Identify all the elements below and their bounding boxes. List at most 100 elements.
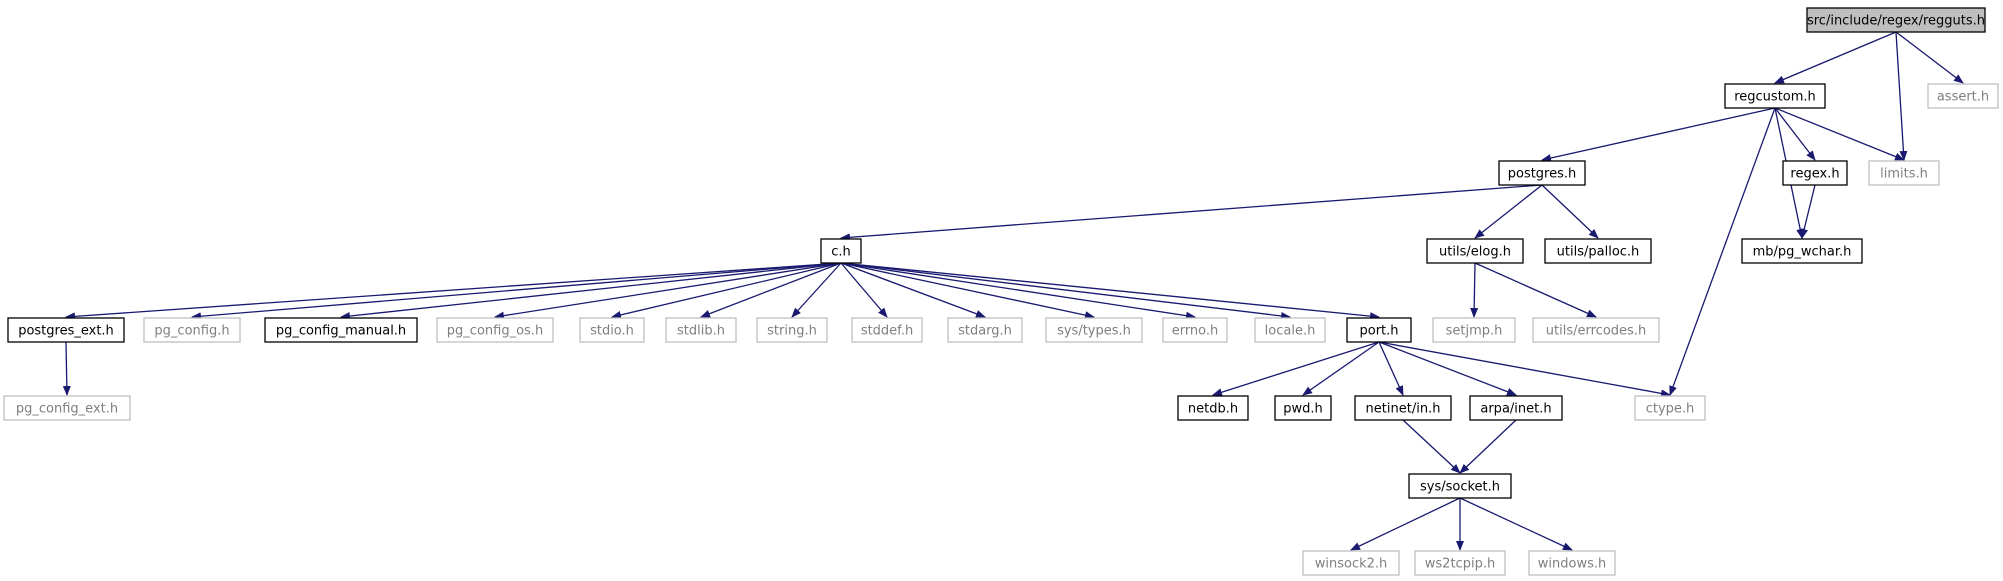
node-regguts[interactable]: src/include/regex/regguts.h <box>1806 7 1986 33</box>
edges-layer <box>62 31 1964 551</box>
edge-regcustom-to-postgres <box>1541 107 1776 162</box>
node-pgwchar[interactable]: mb/pg_wchar.h <box>1741 238 1863 264</box>
node-box <box>1302 550 1400 576</box>
node-systypes: sys/types.h <box>1045 317 1143 343</box>
node-postgres-ext[interactable]: postgres_ext.h <box>7 317 125 343</box>
node-elog[interactable]: utils/elog.h <box>1426 238 1524 264</box>
node-box <box>1724 83 1826 109</box>
edge-regguts-to-regcustom <box>1774 31 1897 84</box>
node-box <box>7 317 125 343</box>
node-box <box>1532 317 1660 343</box>
edge-regguts-to-assert <box>1895 31 1964 84</box>
node-box <box>1354 395 1452 421</box>
node-stdarg: stdarg.h <box>947 317 1023 343</box>
node-label: pg_config_ext.h <box>16 402 118 417</box>
node-box <box>1045 317 1143 343</box>
node-box <box>756 317 828 343</box>
node-label: c.h <box>831 245 851 260</box>
edge-ch-to-locale <box>840 262 1291 320</box>
node-box <box>143 317 241 343</box>
edge-postgres-to-elog <box>1474 184 1543 239</box>
edge-ch-to-stdlib <box>700 262 842 318</box>
node-stdlib: stdlib.h <box>665 317 737 343</box>
node-pwd[interactable]: pwd.h <box>1274 395 1332 421</box>
node-syssocket[interactable]: sys/socket.h <box>1408 473 1512 499</box>
node-errno: errno.h <box>1162 317 1228 343</box>
node-ws2tcpip: ws2tcpip.h <box>1414 550 1506 576</box>
edge-postgres_ext-to-pg_config_ext <box>62 341 71 396</box>
node-label: regcustom.h <box>1734 90 1816 105</box>
edge-port-to-netdb <box>1212 341 1380 397</box>
node-winsock2: winsock2.h <box>1302 550 1400 576</box>
node-box <box>264 317 418 343</box>
node-errcodes: utils/errcodes.h <box>1532 317 1660 343</box>
edge-syssocket-to-winsock2 <box>1350 497 1461 551</box>
node-label: string.h <box>767 324 817 339</box>
node-label: stdarg.h <box>958 324 1012 339</box>
node-label: assert.h <box>1937 90 1989 105</box>
node-box <box>947 317 1023 343</box>
node-label: pg_config_manual.h <box>276 324 406 339</box>
edge-ch-to-stddef <box>840 262 888 318</box>
node-netdb[interactable]: netdb.h <box>1177 395 1249 421</box>
node-box <box>1927 83 1999 109</box>
node-box <box>1274 395 1332 421</box>
node-box <box>1162 317 1228 343</box>
node-box <box>1498 160 1586 186</box>
node-assert: assert.h <box>1927 83 1999 109</box>
edge-syssocket-to-windows <box>1459 497 1573 551</box>
node-postgres[interactable]: postgres.h <box>1498 160 1586 186</box>
node-label: locale.h <box>1265 324 1316 339</box>
node-ch[interactable]: c.h <box>820 238 862 264</box>
node-regex[interactable]: regex.h <box>1782 160 1848 186</box>
nodes-layer: src/include/regex/regguts.h regcustom.h as… <box>3 7 1999 576</box>
edge-ch-to-pg_config_os <box>494 262 842 320</box>
edge-elog-to-setjmp <box>1470 262 1479 318</box>
node-box <box>3 395 131 421</box>
node-box <box>1806 7 1986 33</box>
node-label: postgres.h <box>1508 167 1577 182</box>
node-ctype: ctype.h <box>1634 395 1706 421</box>
node-box <box>1782 160 1848 186</box>
node-label: windows.h <box>1538 557 1606 572</box>
node-label: utils/errcodes.h <box>1546 324 1646 339</box>
node-label: src/include/regex/regguts.h <box>1807 14 1985 29</box>
node-palloc[interactable]: utils/palloc.h <box>1544 238 1652 264</box>
node-arpainet[interactable]: arpa/inet.h <box>1469 395 1563 421</box>
node-box <box>436 317 554 343</box>
edge-arpainet-to-syssocket <box>1459 419 1517 474</box>
node-box <box>1346 317 1412 343</box>
edge-ch-to-port <box>840 262 1380 321</box>
node-label: postgres_ext.h <box>18 324 114 339</box>
node-pg-config-manual[interactable]: pg_config_manual.h <box>264 317 418 343</box>
node-box <box>1414 550 1506 576</box>
node-label: sys/types.h <box>1057 324 1131 339</box>
edge-regguts-to-limits <box>1895 31 1908 161</box>
node-pg-config-ext: pg_config_ext.h <box>3 395 131 421</box>
node-label: winsock2.h <box>1315 557 1388 572</box>
node-box <box>1544 238 1652 264</box>
edge-ch-to-errno <box>840 262 1196 320</box>
node-label: pg_config.h <box>154 324 229 339</box>
edge-ch-to-postgres_ext <box>65 262 842 321</box>
node-box <box>1254 317 1326 343</box>
node-box <box>1177 395 1249 421</box>
edge-regcustom-to-ctype <box>1669 107 1776 396</box>
node-windows: windows.h <box>1528 550 1616 576</box>
node-label: netinet/in.h <box>1366 402 1441 417</box>
node-label: mb/pg_wchar.h <box>1753 245 1852 260</box>
node-box <box>1634 395 1706 421</box>
node-box <box>1408 473 1512 499</box>
node-box <box>1426 238 1524 264</box>
edge-port-to-arpainet <box>1378 341 1517 396</box>
node-netinet[interactable]: netinet/in.h <box>1354 395 1452 421</box>
node-box <box>665 317 737 343</box>
node-regcustom[interactable]: regcustom.h <box>1724 83 1826 109</box>
edge-netinet-to-syssocket <box>1402 419 1461 474</box>
edge-ch-to-stdarg <box>840 262 986 318</box>
node-locale: locale.h <box>1254 317 1326 343</box>
edge-port-to-pwd <box>1302 341 1380 396</box>
node-port[interactable]: port.h <box>1346 317 1412 343</box>
node-label: stdlib.h <box>677 324 725 339</box>
